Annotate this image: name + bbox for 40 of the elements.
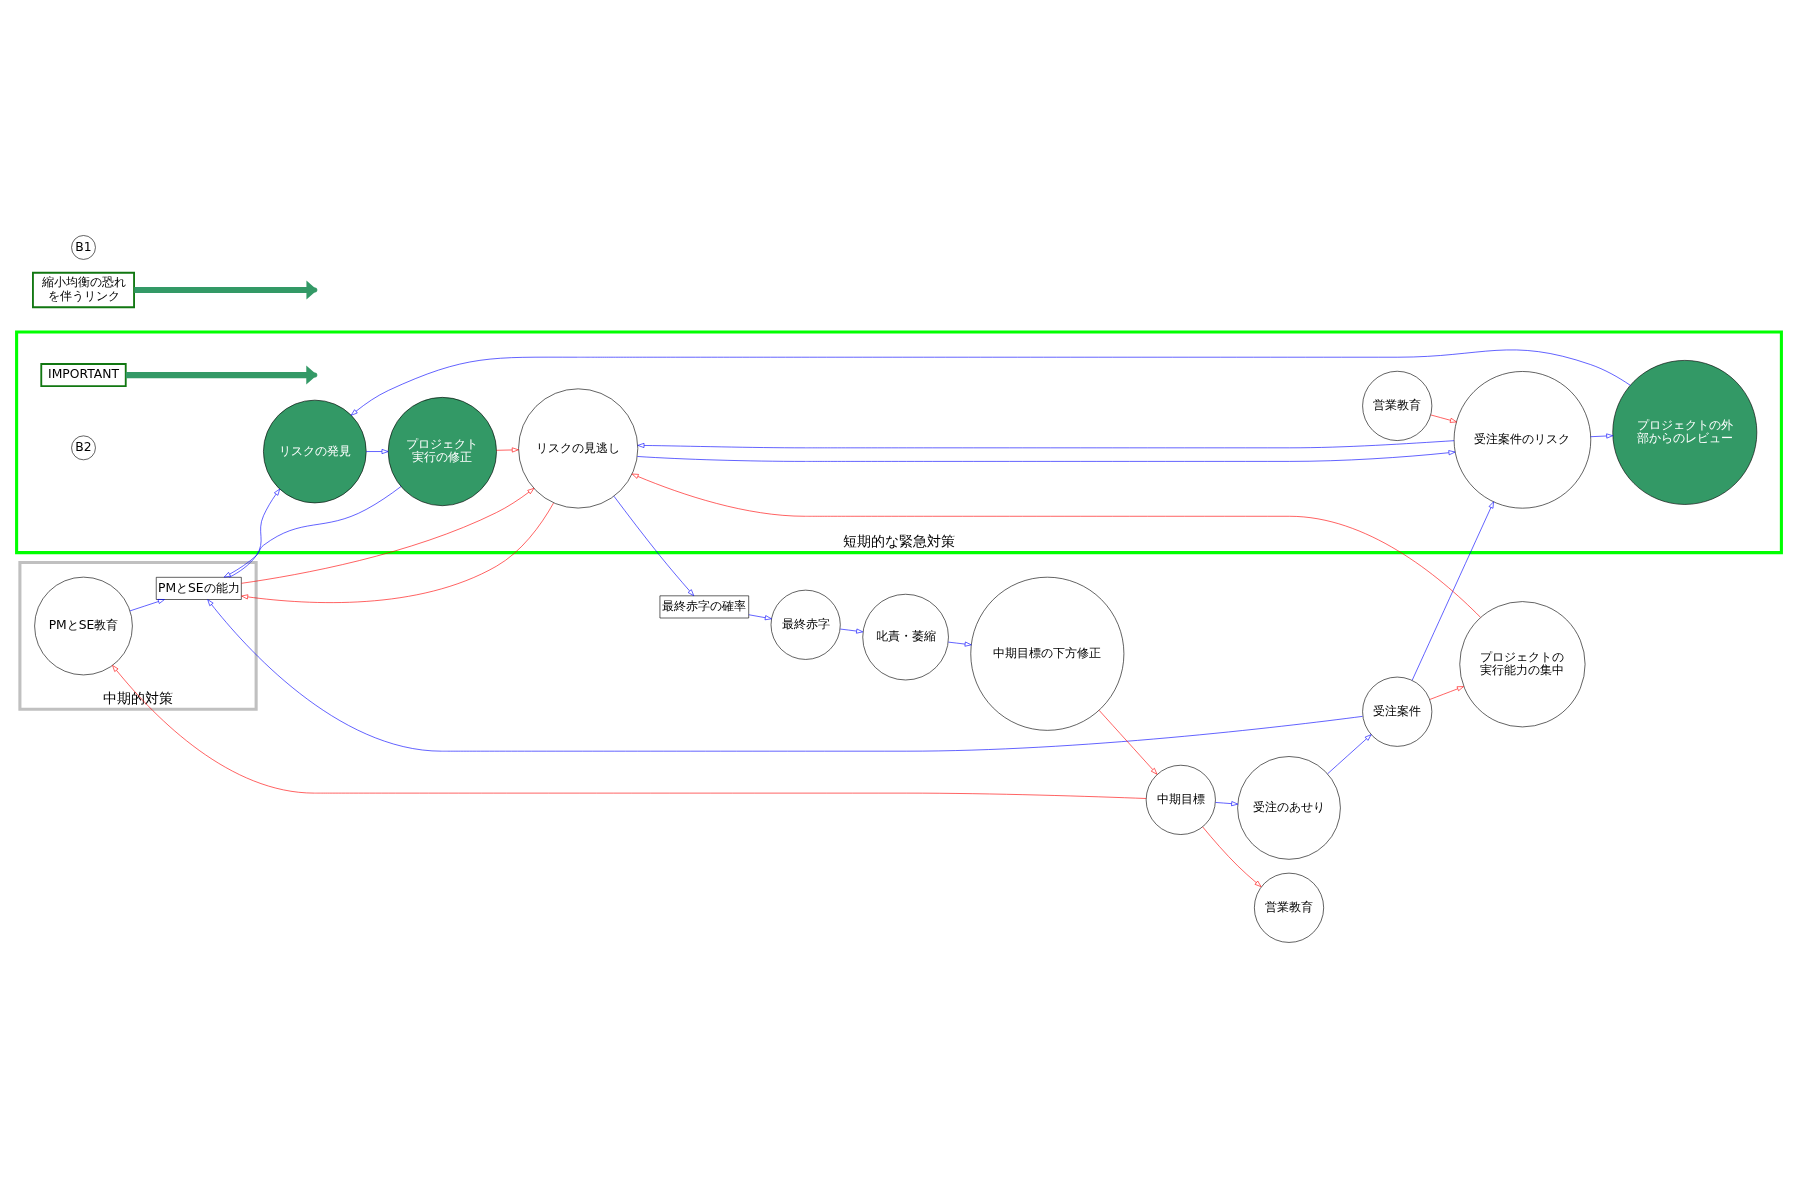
arrow — [1327, 733, 1372, 774]
node-box: IMPORTANT — [40, 362, 127, 387]
arrow — [948, 641, 972, 647]
arrow — [1215, 800, 1239, 806]
arrow — [1590, 433, 1614, 438]
arrow — [496, 447, 519, 452]
node-box: PMとSEの能力 — [155, 576, 242, 600]
arrow — [631, 473, 1481, 618]
node-circle: プロジェクトの実行能力の集中 — [1459, 600, 1586, 727]
arrow — [350, 349, 1631, 416]
arrow — [637, 449, 1456, 462]
arrow — [1411, 501, 1494, 681]
arrow — [112, 664, 1147, 799]
node-circle: プロジェクト実行の修正 — [387, 396, 497, 506]
arrow — [207, 598, 1363, 751]
node-circle: 受注のあせり — [1237, 755, 1341, 860]
arrow — [241, 502, 554, 603]
arrow — [241, 487, 535, 584]
node-circle: 中期目標の下方修正 — [970, 576, 1125, 731]
node-circle: 最終赤字 — [770, 589, 841, 660]
node-circle: B1 — [71, 234, 96, 260]
arrow — [129, 598, 165, 611]
node-circle: B2 — [71, 435, 96, 460]
arrow — [1098, 709, 1158, 775]
arrow — [365, 448, 389, 454]
arrow — [637, 439, 1455, 448]
node-circle: リスクの発見 — [263, 399, 367, 503]
node-circle: 叱責・萎縮 — [862, 593, 949, 680]
node-box: 縮小均衡の恐れを伴うリンク — [32, 271, 135, 308]
arrow — [223, 485, 402, 577]
node-circle: プロジェクトの外部からのレビュー — [1612, 359, 1758, 505]
arrow — [613, 495, 695, 596]
arrow — [748, 613, 772, 620]
node-box: 最終赤字の確率 — [659, 595, 750, 618]
node-circle: 営業教育 — [1362, 370, 1433, 441]
arrow — [1430, 414, 1457, 423]
arrow — [1429, 685, 1464, 700]
arrow — [1202, 826, 1262, 887]
arrow — [839, 628, 864, 634]
arrow — [229, 488, 280, 578]
